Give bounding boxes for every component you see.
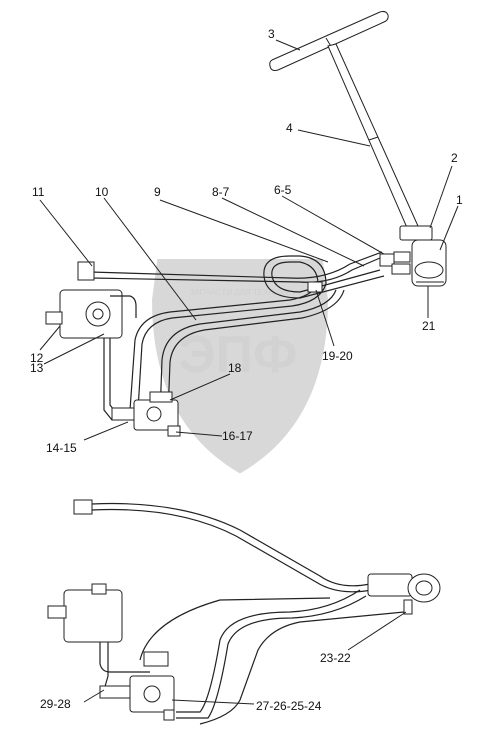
- callout-13: 13: [30, 361, 44, 375]
- bottom-assembly: [47, 499, 441, 725]
- callout-27-26-25-24: 27-26-25-24: [256, 699, 322, 713]
- callout-14-15: 14-15: [46, 441, 77, 455]
- watermark-cube-icon: [232, 398, 246, 412]
- callout-10: 10: [95, 185, 109, 199]
- lower-pump-shaft: [47, 605, 67, 619]
- lower-valve-top-fitting: [143, 651, 169, 667]
- callout-1: 1: [456, 193, 463, 207]
- fitting-lower: [391, 263, 411, 275]
- callout-23-22: 23-22: [320, 651, 351, 665]
- callout-2: 2: [451, 151, 458, 165]
- valve-top-fitting: [149, 391, 173, 403]
- callout-21: 21: [422, 319, 436, 333]
- lower-pump-body: [63, 589, 123, 643]
- callout-labels: 3 4 2 1 11 10 9 8-7 6-5 21 12 19-20 13 1…: [30, 27, 463, 713]
- callout-19-20: 19-20: [322, 349, 353, 363]
- lower-fitting-23-22: [403, 599, 413, 615]
- leader-lines: [39, 39, 459, 705]
- valve-fitting-left: [111, 407, 135, 421]
- lower-return-hose: [176, 589, 361, 713]
- top-assembly: [45, 10, 447, 437]
- callout-18: 18: [228, 361, 242, 375]
- lower-hose-end-fitting: [73, 499, 93, 515]
- callout-6-5: 6-5: [274, 183, 292, 197]
- watermark-wheat-icon: [202, 429, 278, 465]
- hose-11: [89, 257, 381, 283]
- hose-11-end-fitting: [77, 261, 95, 281]
- steering-wheel: [269, 10, 389, 71]
- valve-bottom-fitting: [167, 425, 181, 437]
- callout-29-28: 29-28: [40, 697, 71, 711]
- watermark-arc-text: ЗАПЧАСТИ ДЛЯ ТЕХНИКИ: [190, 288, 291, 297]
- steering-unit-end: [414, 261, 444, 279]
- callout-16-17: 16-17: [222, 429, 253, 443]
- lower-steering-fittings: [367, 573, 413, 597]
- pump-pressure-line: [103, 338, 113, 421]
- callout-3: 3: [268, 27, 275, 41]
- hose-9-10: [129, 261, 381, 411]
- callout-9: 9: [154, 185, 161, 199]
- column-flange: [399, 225, 433, 241]
- callout-8-7: 8-7: [212, 185, 230, 199]
- callout-4: 4: [286, 121, 293, 135]
- lower-valve-fitting: [99, 685, 131, 699]
- lower-pump-line: [103, 642, 109, 691]
- watermark-letters: ЭПФ: [179, 326, 298, 384]
- callout-12: 12: [30, 351, 44, 365]
- lower-long-hose: [91, 502, 401, 587]
- steering-column: [327, 43, 419, 231]
- callout-11: 11: [32, 185, 45, 199]
- fitting-upper-2: [393, 251, 411, 263]
- pump-shaft: [45, 311, 63, 325]
- hose-clamp: [307, 281, 323, 293]
